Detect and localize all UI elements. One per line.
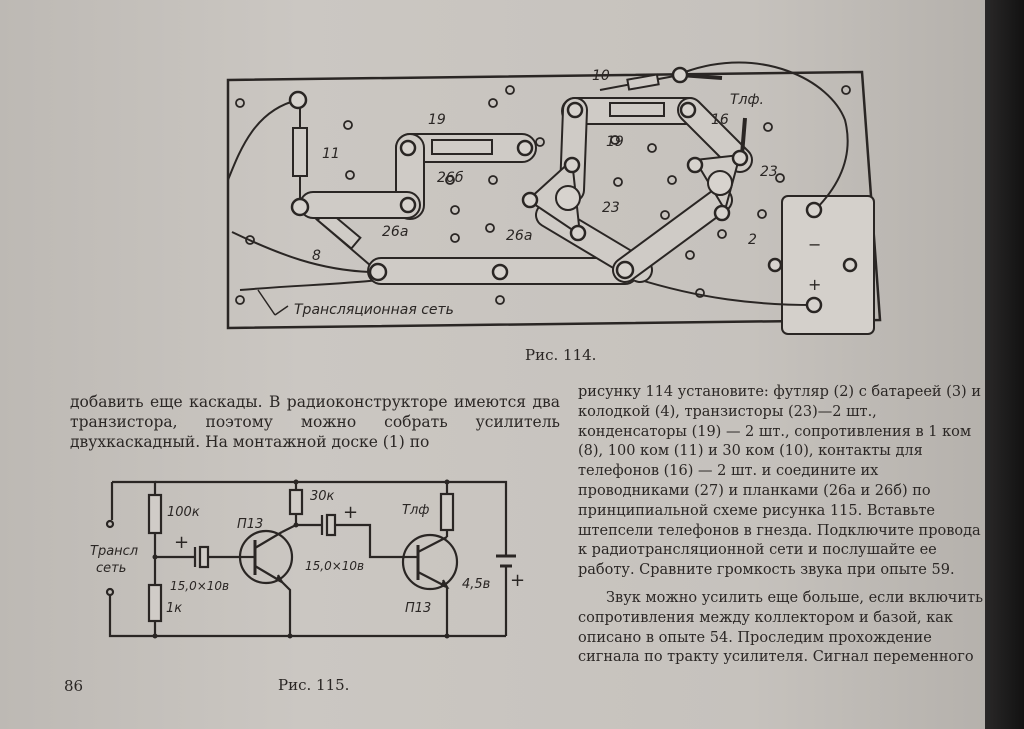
label-19-right: 19 [606,134,624,150]
label-battery-plus: + [510,570,525,591]
label-network: Трансляционная сеть [294,302,454,318]
label-network-2: сеть [96,561,126,576]
right-column-paragraph-1: рисунку 114 установите: футляр (2) с бат… [578,384,981,579]
label-8: 8 [312,248,321,264]
label-30k: 30к [310,489,335,504]
label-1k: 1к [166,601,182,616]
left-column-text: добавить еще каскады. В радиоконструктор… [70,393,560,451]
page-number: 86 [64,677,84,695]
label-26a-lower: 26а [506,228,532,244]
label-26b: 26б [437,170,464,186]
right-column-paragraph-2: Звук можно усилить еще больше, если вклю… [578,589,983,666]
figure-114-board-diagram: 10 Тлф. 19 19 16 11 26б 23 23 26а 26а 8 … [90,61,882,639]
book-page [0,0,1000,729]
label-p13-first: П13 [237,517,263,532]
label-network-1: Трансл [90,544,138,559]
label-23-left: 23 [602,200,620,216]
book-spine [985,0,1024,729]
figure-115-caption: Рис. 115. [278,676,350,694]
label-cap1-plus: + [174,532,189,553]
label-10: 10 [592,68,610,84]
label-23-right: 23 [760,164,778,180]
label-19-left: 19 [428,112,446,128]
figure-114-caption: Рис. 114. [525,346,597,364]
label-p13-second: П13 [405,601,431,616]
label-2: 2 [748,232,757,248]
label-26a-upper: 26а [382,224,408,240]
label-plus: + [808,275,821,294]
label-tlf-schematic: Тлф [402,503,429,518]
label-cap2-plus: + [343,502,358,523]
label-16: 16 [711,112,729,128]
label-minus: − [808,235,821,254]
label-100k: 100к [167,505,200,520]
label-battery: 4,5в [462,577,490,592]
right-column: рисунку 114 установите: футляр (2) с бат… [578,383,988,668]
label-cap2-value: 15,0×10в [305,559,364,573]
label-11: 11 [322,146,340,162]
label-tlf: Тлф. [730,92,764,108]
label-cap1-value: 15,0×10в [170,579,229,593]
